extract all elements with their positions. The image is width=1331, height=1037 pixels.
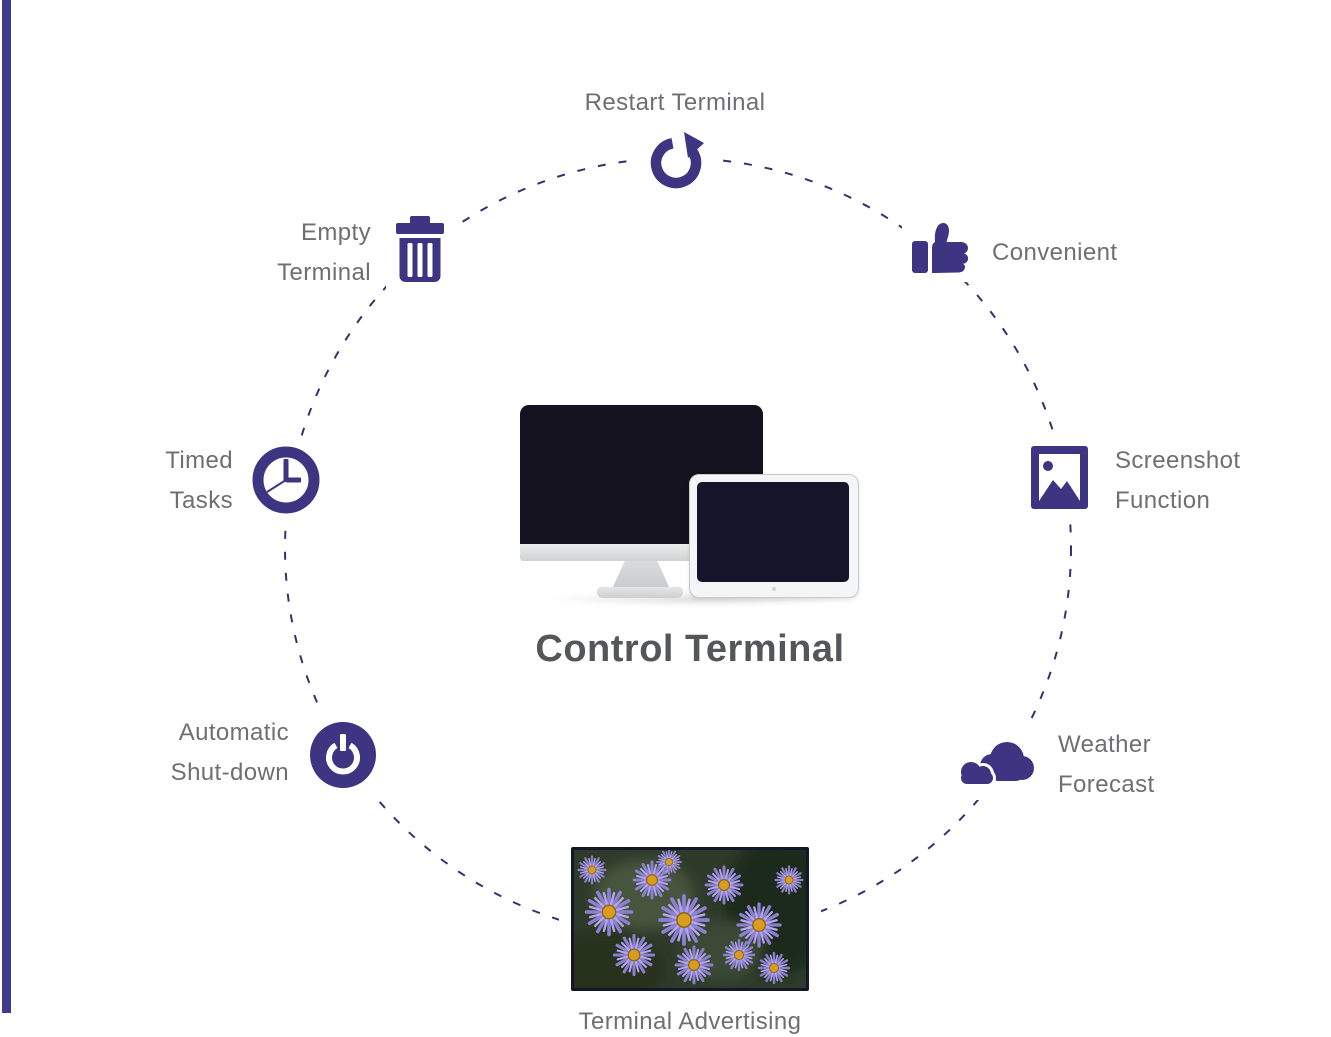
feature-label-automatic-shut-down: Automatic Shut-down [170, 719, 289, 786]
clouds-icon [941, 728, 1049, 800]
center-title: Control Terminal [535, 628, 845, 670]
restart-icon [637, 121, 715, 199]
thumbs-up-icon [902, 214, 982, 282]
left-accent-bar [2, 0, 11, 1013]
feature-label-terminal-advertising: Terminal Advertising [578, 1008, 802, 1035]
tablet-screen [697, 482, 849, 582]
desktop-monitor-stand [612, 561, 670, 589]
flowers-photo [559, 835, 821, 1003]
feature-label-restart-terminal: Restart Terminal [584, 89, 766, 116]
trash-icon [386, 206, 454, 294]
power-icon [302, 714, 384, 796]
feature-label-screenshot-function: Screenshot Function [1115, 447, 1241, 514]
picture-icon [1022, 437, 1097, 517]
feature-label-convenient: Convenient [992, 239, 1118, 266]
feature-label-weather-forecast: Weather Forecast [1058, 731, 1155, 798]
tablet [689, 474, 859, 598]
tablet-camera-dot [772, 587, 776, 591]
feature-label-empty-terminal: Empty Terminal [277, 219, 371, 286]
desktop-monitor-base [597, 587, 683, 598]
feature-label-timed-tasks: Timed Tasks [165, 447, 233, 514]
clock-icon [245, 439, 327, 521]
